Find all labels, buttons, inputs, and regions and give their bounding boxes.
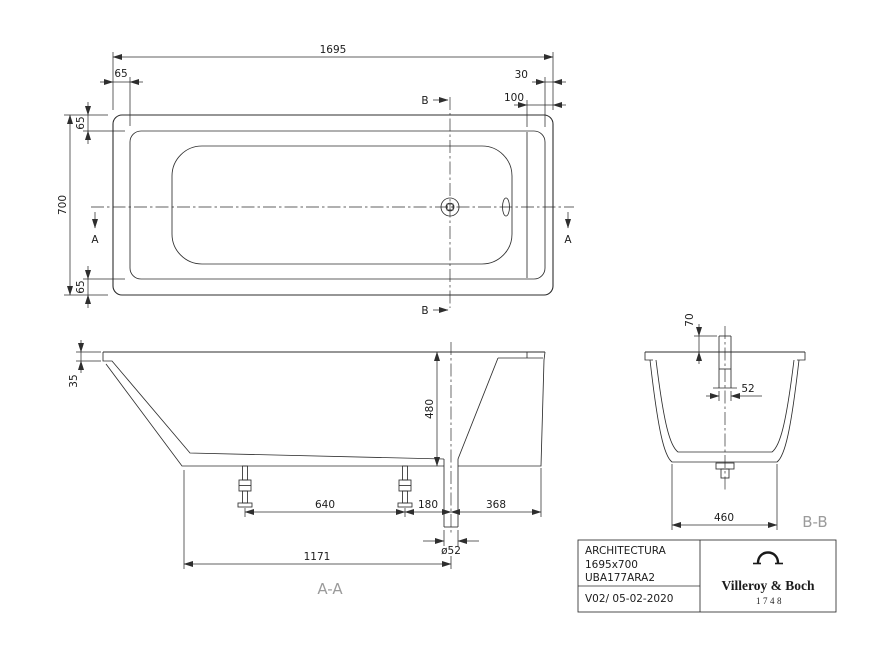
- dim-overflow-height: 70: [684, 313, 696, 326]
- plan-view: [91, 97, 574, 308]
- tub-basin-contour: [171, 145, 513, 265]
- dim-rim-height: 35: [68, 374, 80, 387]
- brand-year: 1748: [756, 596, 784, 606]
- section-a-marker-left: A: [91, 234, 99, 246]
- dim-end-to-drain: 1171: [304, 551, 331, 563]
- dim-overall-length: 1695: [320, 44, 347, 56]
- revision-date: V02/ 05-02-2020: [585, 593, 673, 605]
- dim-rim-right: 30: [515, 69, 528, 81]
- dim-right-inset: 100: [504, 92, 524, 104]
- bb-rim-edge-right: [797, 352, 806, 361]
- tub-rim-inner-edge: [129, 130, 546, 280]
- article-number: UBA177ARA2: [585, 572, 655, 584]
- bb-rim-edge-left: [644, 352, 653, 361]
- section-aa-label: A-A: [317, 580, 343, 598]
- section-markers: B B A A: [91, 95, 572, 317]
- product-line: ARCHITECTURA: [585, 545, 667, 557]
- aa-exterior-right: [458, 351, 546, 467]
- product-dimensions: 1695x700: [585, 559, 638, 571]
- bb-waste-fitting-bottom: [720, 468, 730, 479]
- tub-foot-left: [237, 465, 253, 508]
- dim-drain-to-end: 368: [486, 499, 506, 511]
- dim-rim-top: 65: [75, 116, 87, 129]
- tub-foot-right: [397, 465, 413, 508]
- plan-dimensions: 1695 65 30 100 700 65 65: [57, 44, 566, 308]
- dim-rim-bottom: 65: [75, 280, 87, 293]
- dim-overall-width: 700: [57, 195, 69, 215]
- title-block: ARCHITECTURA 1695x700 UBA177ARA2 V02/ 05…: [577, 539, 837, 613]
- section-b-marker-top: B: [421, 95, 428, 107]
- dim-rim-left: 65: [114, 68, 127, 80]
- brand-logo-icon: [753, 551, 783, 565]
- aa-interior-left: [102, 352, 445, 460]
- aa-interior-right-wall: [457, 357, 499, 460]
- section-aa-view: [102, 342, 546, 535]
- dim-depth: 480: [424, 399, 436, 419]
- dim-foot-to-drain: 180: [418, 499, 438, 511]
- tub-outer-rim: [112, 114, 554, 296]
- section-b-marker-bottom: B: [421, 305, 428, 317]
- dim-feet-spacing: 640: [315, 499, 335, 511]
- section-bb-view: [644, 326, 806, 492]
- section-bb-dimensions: 70 52 460 B-B: [671, 313, 828, 531]
- dim-drain-diameter: ø52: [441, 545, 461, 557]
- brand-name: Villeroy & Boch: [722, 578, 815, 593]
- section-aa-dimensions: 35 480 640 180 368 ø52 1171 A-A: [68, 340, 542, 598]
- section-a-marker-right: A: [564, 234, 572, 246]
- title-block-border: [577, 539, 837, 613]
- dim-pipe-width: 52: [741, 383, 754, 395]
- bb-exterior-profile: [649, 359, 800, 463]
- aa-exterior-left: [105, 363, 444, 467]
- section-bb-label: B-B: [802, 513, 827, 531]
- dim-bottom-width: 460: [714, 512, 734, 524]
